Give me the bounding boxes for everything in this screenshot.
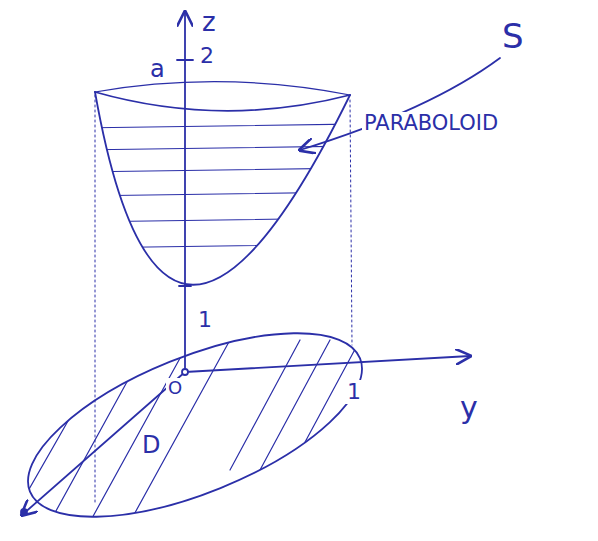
paraboloid-surface — [95, 92, 350, 285]
figure-label: y — [458, 392, 480, 424]
paraboloid-rim — [95, 92, 350, 111]
figure-label: a — [148, 56, 167, 82]
projection-line — [350, 100, 352, 345]
leader-line — [300, 58, 500, 150]
tick-mark — [177, 59, 193, 61]
figure-label: PARABOLOID — [362, 112, 500, 135]
figure-label: z — [200, 8, 218, 36]
figure-label: 1 — [345, 380, 363, 404]
figure-label: 2 — [198, 44, 216, 68]
disk-region — [4, 295, 385, 541]
figure-label: D — [140, 432, 162, 458]
y-axis — [185, 356, 470, 372]
figure-label: O — [166, 378, 184, 398]
axis-point — [21, 509, 27, 515]
paraboloid-hatching — [80, 124, 360, 248]
projection-line — [95, 95, 96, 505]
origin-dot — [182, 369, 188, 375]
figure-label: 1 — [196, 308, 214, 332]
disk-hatching — [0, 340, 360, 540]
x-axis — [22, 372, 185, 515]
z-axis — [184, 12, 186, 372]
figure-label: S — [500, 18, 526, 54]
paraboloid-rim — [95, 82, 350, 95]
